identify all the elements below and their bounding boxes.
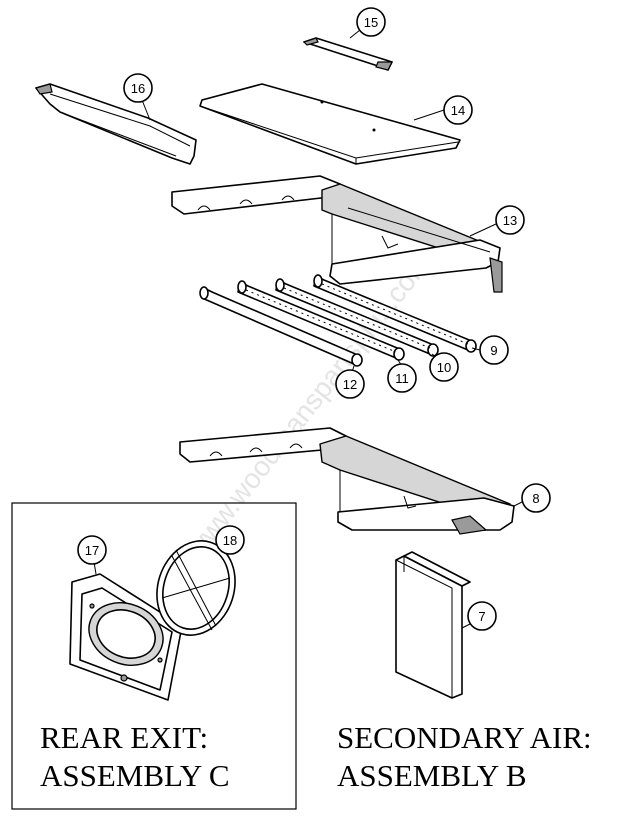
part-11-tube <box>237 280 405 361</box>
svg-text:16: 16 <box>131 81 145 96</box>
callout-9: 9 <box>471 335 509 365</box>
callout-12: 12 <box>335 365 365 399</box>
secondary-air-caption-line2: ASSEMBLY B <box>337 758 527 793</box>
callout-11: 11 <box>387 359 417 393</box>
callout-8: 8 <box>513 483 551 513</box>
callout-14: 14 <box>413 95 473 125</box>
part-8-lower-channel <box>179 427 515 535</box>
callout-17: 17 <box>77 535 107 575</box>
callout-7: 7 <box>461 601 497 631</box>
part-17-rear-plate <box>69 573 183 701</box>
part-7-air-panel <box>395 551 471 699</box>
part-18-ring <box>156 540 236 636</box>
rear-exit-caption-line2: ASSEMBLY C <box>40 758 230 793</box>
svg-text:12: 12 <box>343 377 357 392</box>
svg-text:9: 9 <box>490 343 497 358</box>
part-13-upper-channel <box>171 175 503 293</box>
svg-text:15: 15 <box>364 15 378 30</box>
svg-text:8: 8 <box>532 491 539 506</box>
part-12-tube <box>199 286 363 367</box>
part-16-rail <box>35 83 197 165</box>
callout-18: 18 <box>215 525 245 555</box>
svg-text:7: 7 <box>478 609 485 624</box>
svg-text:18: 18 <box>223 533 237 548</box>
rear-exit-box <box>11 502 297 810</box>
svg-text:11: 11 <box>395 371 409 386</box>
svg-text:13: 13 <box>503 213 517 228</box>
part-15-plate <box>302 37 393 71</box>
callout-10: 10 <box>429 352 459 382</box>
part-14-baffle-board <box>199 83 461 165</box>
callout-15: 15 <box>349 7 386 39</box>
svg-text:17: 17 <box>85 543 99 558</box>
secondary-air-caption-line1: SECONDARY AIR: <box>337 720 592 755</box>
svg-text:14: 14 <box>451 103 465 118</box>
callout-16: 16 <box>123 73 153 121</box>
callout-13: 13 <box>469 205 525 237</box>
part-10-tube <box>275 278 439 357</box>
svg-text:10: 10 <box>437 360 451 375</box>
part-9-tube <box>313 274 477 353</box>
rear-exit-caption-line1: REAR EXIT: <box>40 720 208 755</box>
